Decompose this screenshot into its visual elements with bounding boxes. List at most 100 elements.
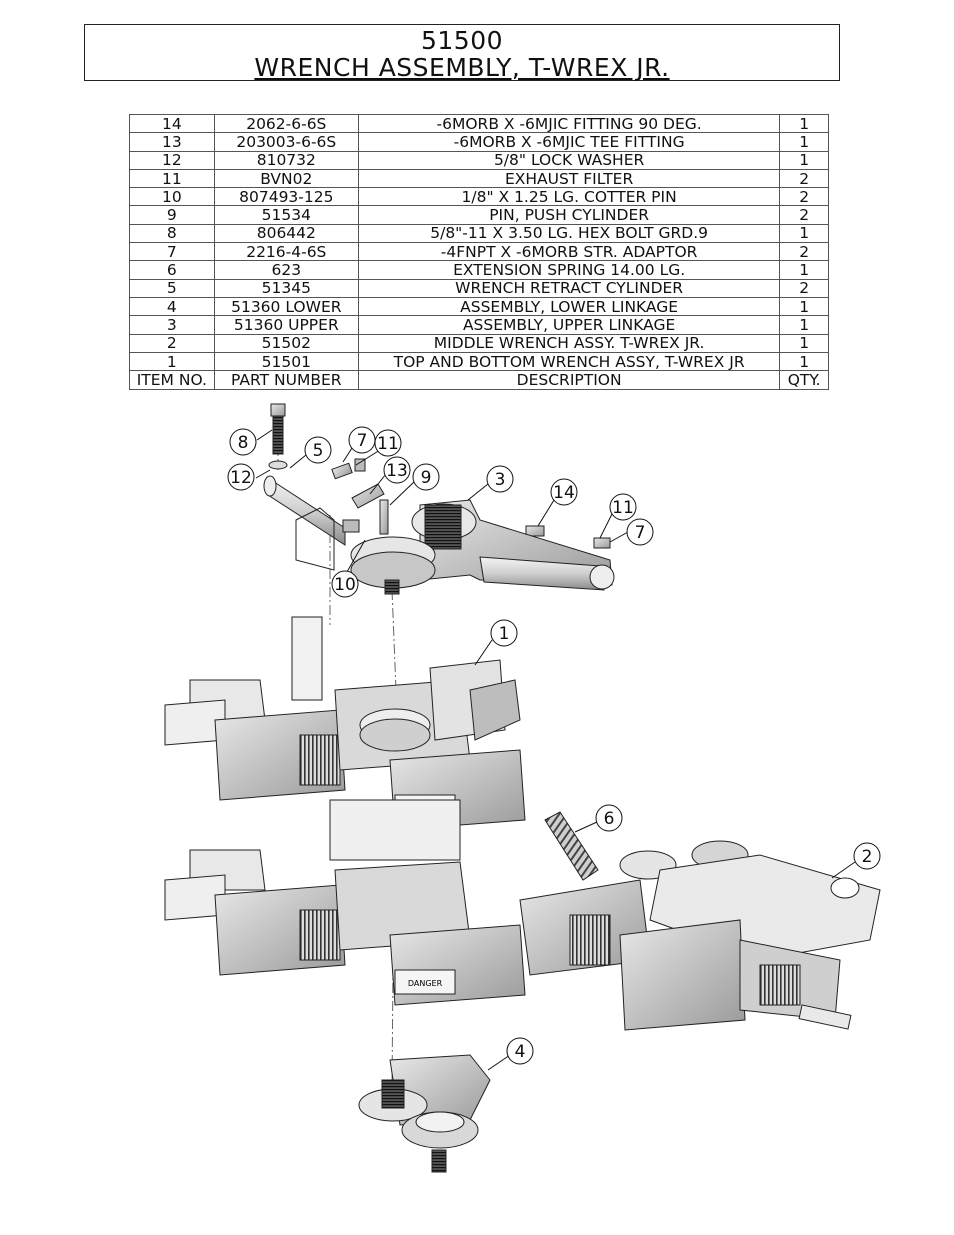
bom-qty: 1 [779, 150, 829, 170]
balloon-4: 4 [506, 1037, 534, 1065]
balloon-7b: 7 [626, 518, 654, 546]
bom-description: MIDDLE WRENCH ASSY. T-WREX JR. [357, 333, 781, 353]
bom-header-item: ITEM NO. [129, 370, 215, 391]
bom-description: EXHAUST FILTER [357, 168, 781, 189]
bom-header-part: PART NUMBER [213, 370, 359, 391]
bom-item-no: 5 [129, 278, 215, 298]
retract-cylinder-part [263, 475, 385, 546]
bom-item-no: 14 [129, 113, 215, 134]
hex-bolt-part [270, 403, 286, 455]
svg-text:6: 6 [604, 809, 615, 829]
bom-header-qty: QTY. [779, 370, 829, 391]
balloon-9: 9 [412, 463, 440, 491]
bom-header-row: ITEM NO. PART NUMBER DESCRIPTION QTY. [129, 370, 829, 391]
bom-description: -6MORB X -6MJIC FITTING 90 DEG. [357, 113, 781, 134]
danger-label-bottom: DANGER [408, 979, 443, 988]
title-block: 51500 WRENCH ASSEMBLY, T-WREX JR. [84, 24, 840, 81]
bom-description: 1/8" X 1.25 LG. COTTER PIN [357, 187, 781, 207]
bom-description: -6MORB X -6MJIC TEE FITTING [357, 132, 781, 152]
bom-item-no: 6 [129, 260, 215, 280]
svg-text:7: 7 [357, 431, 368, 451]
bom-part-number: 51360 UPPER [213, 315, 359, 335]
svg-text:11: 11 [612, 498, 634, 518]
bom-qty: 2 [779, 278, 829, 298]
bom-qty: 1 [779, 296, 829, 317]
bom-item-no: 7 [129, 242, 215, 262]
svg-text:4: 4 [515, 1042, 526, 1062]
bom-qty: 1 [779, 132, 829, 152]
bom-item-no: 9 [129, 205, 215, 225]
balloon-1: 1 [490, 619, 518, 647]
bom-description: 5/8"-11 X 3.50 LG. HEX BOLT GRD.9 [357, 223, 781, 244]
bom-description: PIN, PUSH CYLINDER [357, 205, 781, 225]
bom-item-no: 8 [129, 223, 215, 244]
bom-part-number: 2216-4-6S [213, 242, 359, 262]
bom-qty: 2 [779, 187, 829, 207]
small-fittings [295, 458, 611, 571]
balloon-12: 12 [227, 463, 255, 491]
balloon-11b: 11 [609, 493, 637, 521]
balloon-5: 5 [304, 436, 332, 464]
bom-qty: 2 [779, 168, 829, 189]
bom-part-number: 806442 [213, 223, 359, 244]
svg-text:5: 5 [313, 441, 324, 461]
svg-text:12: 12 [230, 468, 252, 488]
svg-text:2: 2 [862, 847, 873, 867]
bom-description: TOP AND BOTTOM WRENCH ASSY, T-WREX JR [357, 351, 781, 372]
svg-text:7: 7 [635, 523, 646, 543]
svg-text:1: 1 [499, 624, 510, 644]
svg-text:9: 9 [421, 468, 432, 488]
bom-description: ASSEMBLY, LOWER LINKAGE [357, 296, 781, 317]
svg-text:13: 13 [386, 461, 408, 481]
bom-item-no: 13 [129, 132, 215, 152]
bom-part-number: 51501 [213, 351, 359, 372]
bom-part-number: 203003-6-6S [213, 132, 359, 152]
bom-part-number: 807493-125 [213, 187, 359, 207]
balloon-2: 2 [853, 842, 881, 870]
bom-item-no: 1 [129, 351, 215, 372]
top-wrench-assembly-part: DANGER [164, 616, 526, 831]
extension-spring-part [544, 811, 599, 881]
balloon-6: 6 [595, 804, 623, 832]
bom-item-no: 10 [129, 187, 215, 207]
balloon-11: 11 [374, 429, 402, 457]
bom-description: EXTENSION SPRING 14.00 LG. [357, 260, 781, 280]
svg-text:3: 3 [495, 470, 506, 490]
bom-item-no: 4 [129, 296, 215, 317]
balloon-7: 7 [348, 426, 376, 454]
drawing-number: 51500 [420, 26, 504, 55]
bom-description: -4FNPT X -6MORB STR. ADAPTOR [357, 242, 781, 262]
balloon-8: 8 [229, 428, 257, 456]
bom-qty: 2 [779, 205, 829, 225]
balloon-13: 13 [383, 456, 411, 484]
bom-description: 5/8" LOCK WASHER [357, 150, 781, 170]
bom-item-no: 3 [129, 315, 215, 335]
svg-text:10: 10 [334, 575, 356, 595]
item-balloons: 8 5 7 11 12 13 9 3 14 11 7 10 1 6 2 4 [227, 426, 881, 1065]
bom-part-number: BVN02 [213, 168, 359, 189]
bom-part-number: 51534 [213, 205, 359, 225]
bom-description: ASSEMBLY, UPPER LINKAGE [357, 315, 781, 335]
drawing-title: WRENCH ASSEMBLY, T-WREX JR. [254, 53, 670, 82]
bom-qty: 1 [779, 223, 829, 244]
bom-item-no: 11 [129, 168, 215, 189]
bom-item-no: 2 [129, 333, 215, 353]
bom-description: WRENCH RETRACT CYLINDER [357, 278, 781, 298]
bom-qty: 1 [779, 260, 829, 280]
bom-qty: 1 [779, 113, 829, 134]
bom-qty: 1 [779, 315, 829, 335]
bom-part-number: 51345 [213, 278, 359, 298]
bom-qty: 1 [779, 333, 829, 353]
bom-part-number: 623 [213, 260, 359, 280]
